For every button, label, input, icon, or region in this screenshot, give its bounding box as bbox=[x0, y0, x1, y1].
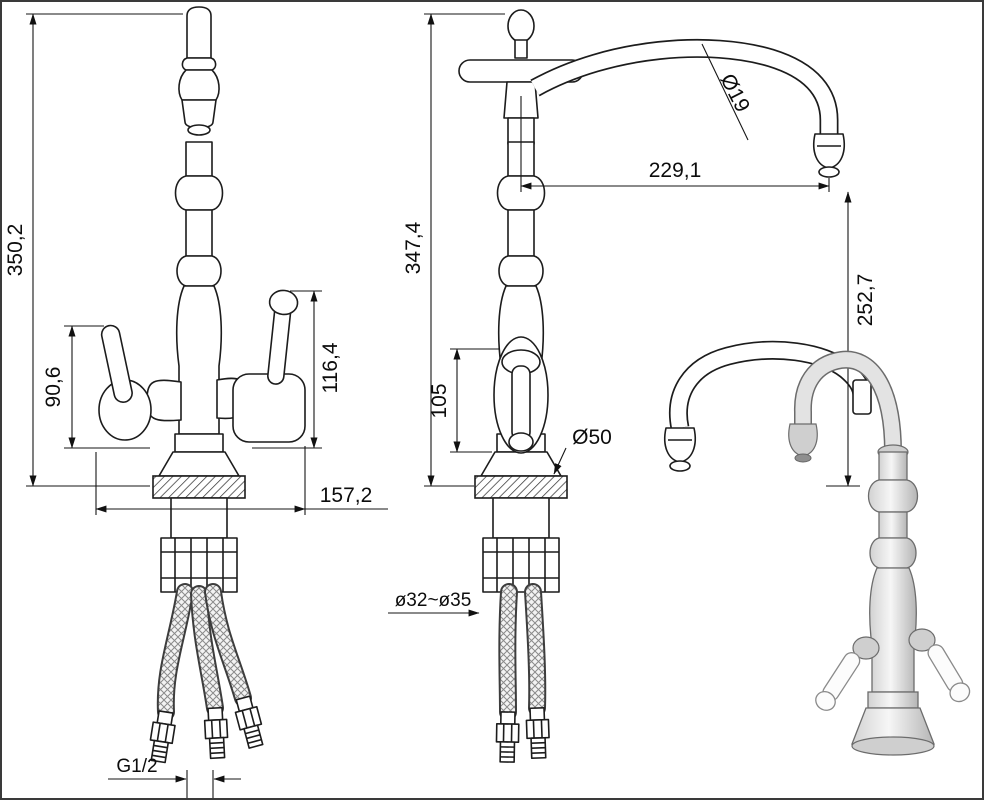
front-spout-top bbox=[178, 6, 220, 136]
dim-base-diameter-label: Ø50 bbox=[572, 426, 612, 449]
front-view bbox=[98, 6, 306, 764]
dim-mounting-hole: ø32~ø35 bbox=[388, 590, 480, 617]
dim-base-diameter: Ø50 bbox=[553, 426, 612, 475]
dim-total-height-front-label: 350,2 bbox=[4, 224, 27, 277]
side-dimensions: 347,4 105 Ø50 229,1 252,7 Ø19 bbox=[388, 13, 877, 617]
render-left-lever bbox=[815, 636, 880, 711]
dim-total-height-side-label: 347,4 bbox=[402, 221, 425, 274]
side-lever-handle bbox=[493, 336, 549, 454]
front-right-handle bbox=[216, 289, 306, 443]
dim-left-handle-height-label: 90,6 bbox=[42, 367, 65, 408]
product-render bbox=[788, 350, 971, 756]
dim-spout-outlet-height-label: 252,7 bbox=[854, 274, 877, 327]
dim-right-handle-height-label: 116,4 bbox=[319, 342, 342, 393]
side-spout-lowered bbox=[664, 340, 872, 472]
dim-thread-size: G1/2 bbox=[108, 756, 241, 798]
render-right-lever bbox=[908, 628, 971, 703]
dim-spout-outlet-height: 252,7 bbox=[826, 191, 877, 487]
dim-spout-tube-diameter-label: Ø19 bbox=[716, 70, 755, 116]
dim-total-height-front: 350,2 bbox=[4, 13, 183, 487]
front-mounting-shank bbox=[160, 497, 238, 593]
front-left-handle bbox=[98, 324, 182, 441]
render-body bbox=[851, 444, 935, 756]
front-dimensions: 350,2 90,6 116,4 157,2 G1/2 bbox=[4, 13, 388, 798]
dim-lever-height: 105 bbox=[428, 348, 500, 453]
render-spout bbox=[788, 350, 902, 463]
dim-spout-reach-label: 229,1 bbox=[649, 159, 702, 182]
dim-total-height-side: 347,4 bbox=[402, 13, 505, 487]
dim-spout-reach: 229,1 bbox=[520, 96, 830, 192]
dim-right-handle-height: 116,4 bbox=[252, 290, 342, 449]
dim-overall-width: 157,2 bbox=[95, 446, 388, 515]
dim-mounting-hole-label: ø32~ø35 bbox=[395, 590, 472, 611]
dim-left-handle-height: 90,6 bbox=[42, 325, 150, 449]
dim-lever-height-label: 105 bbox=[428, 383, 451, 418]
side-spout-raised bbox=[530, 39, 845, 178]
side-view bbox=[458, 9, 872, 763]
side-mounting-shank bbox=[482, 497, 560, 593]
side-supply-hoses bbox=[495, 583, 551, 763]
dim-overall-width-label: 157,2 bbox=[320, 484, 373, 507]
front-supply-hoses bbox=[146, 583, 268, 764]
dim-thread-size-label: G1/2 bbox=[116, 756, 157, 777]
front-body-column bbox=[152, 141, 246, 499]
